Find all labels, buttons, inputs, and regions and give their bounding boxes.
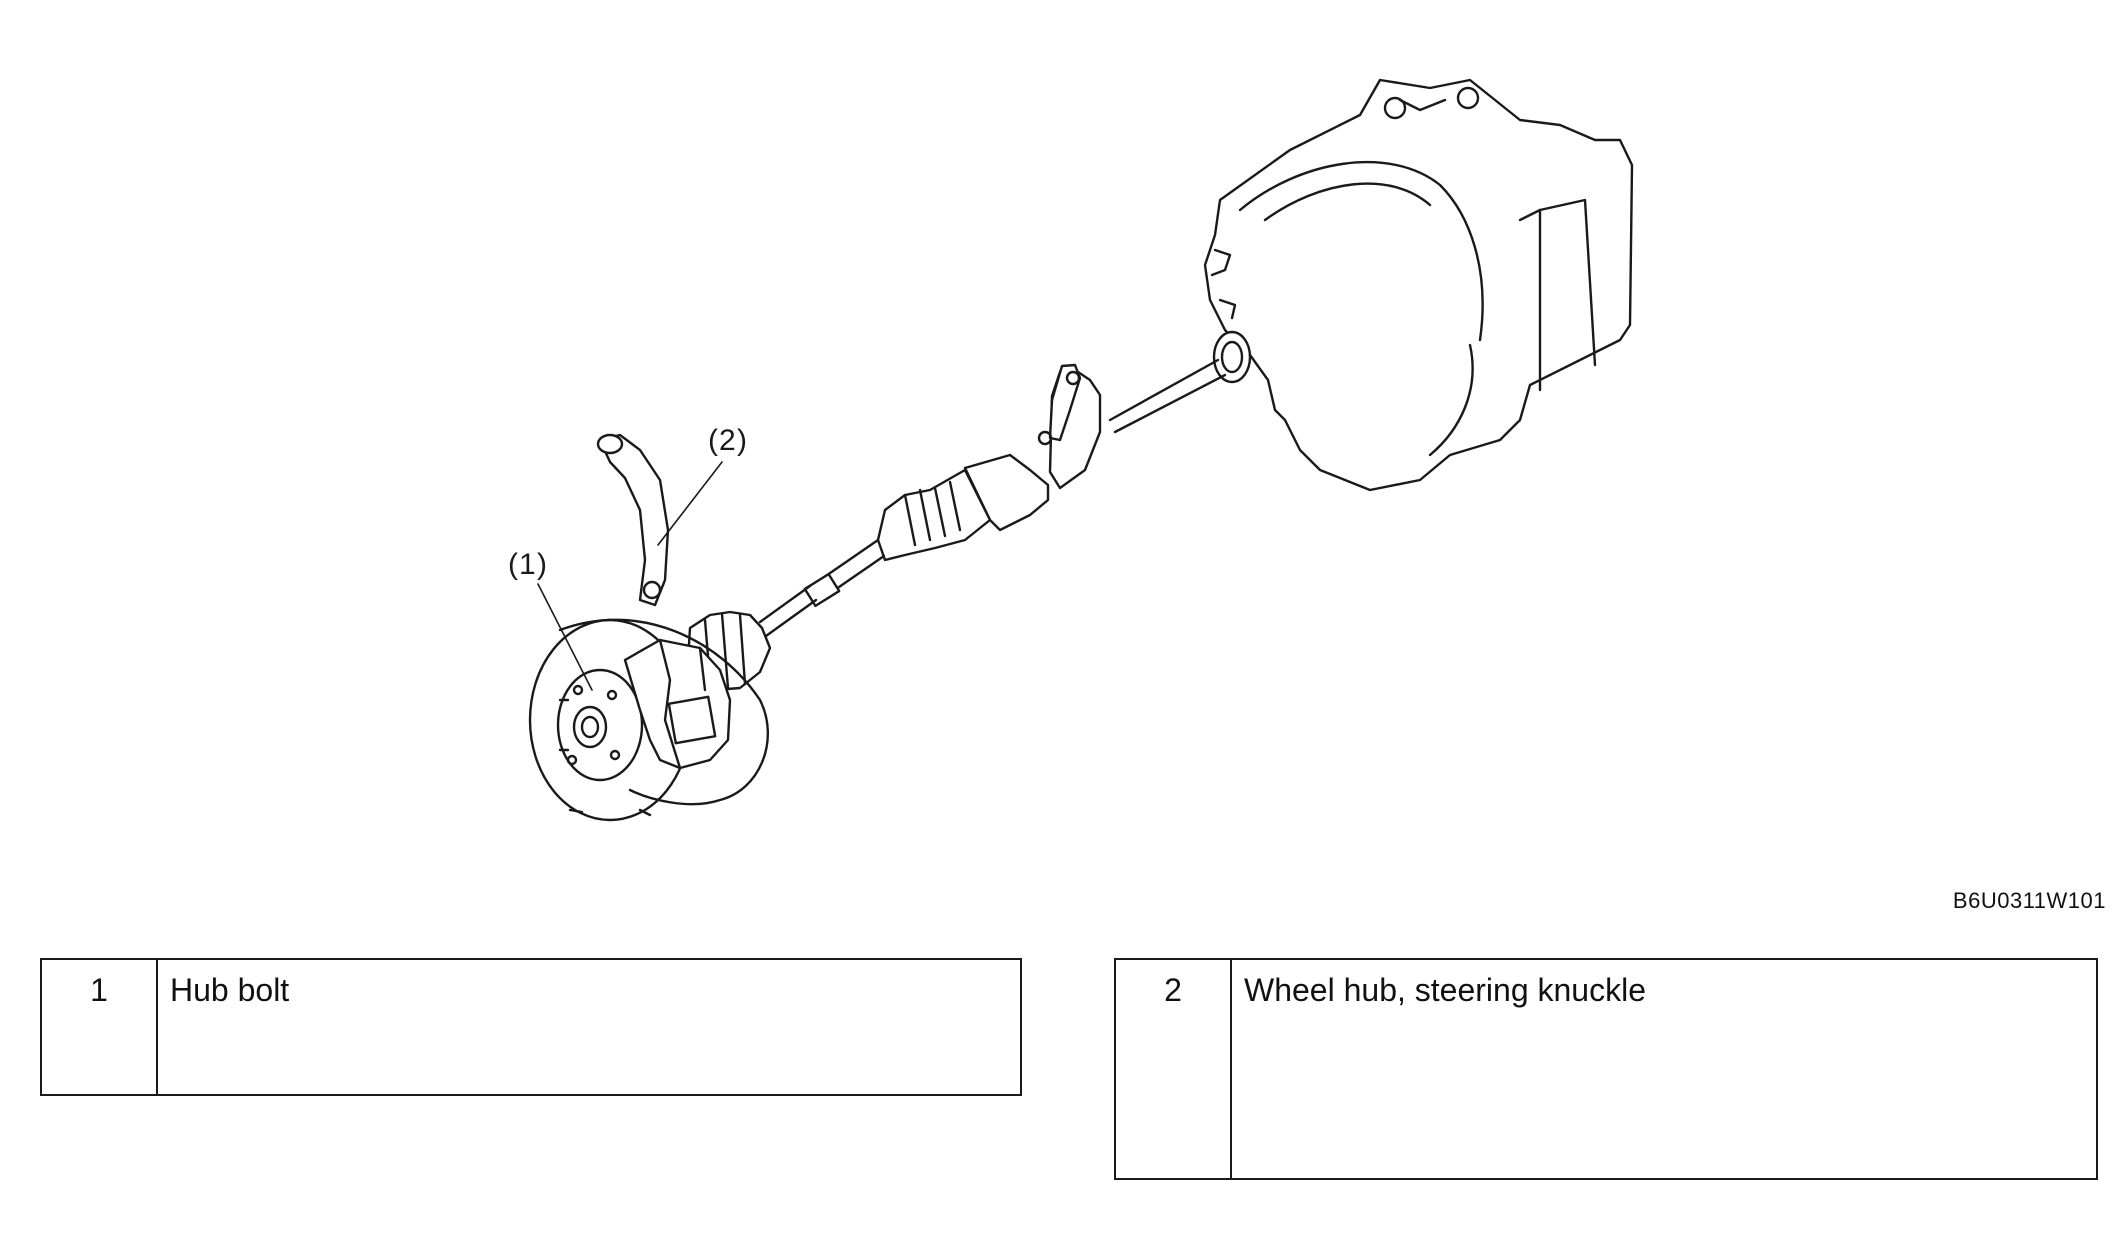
legend-description: Wheel hub, steering knuckle <box>1244 972 1646 1008</box>
svg-text:(: ( <box>708 424 718 457</box>
callout-1-number: 1 <box>519 548 536 581</box>
legend-row-2: 2 Wheel hub, steering knuckle <box>1114 958 2098 1180</box>
drive-shaft <box>686 358 1227 692</box>
callout-1: ( 1 ) <box>508 548 593 691</box>
svg-text:): ) <box>537 548 547 581</box>
legend-description: Hub bolt <box>170 972 290 1008</box>
svg-text:(: ( <box>508 548 518 581</box>
transaxle-housing <box>1203 78 1634 492</box>
callout-2-number: 2 <box>719 424 736 457</box>
callout-2: ( 2 ) <box>657 424 747 546</box>
steering-knuckle <box>596 433 670 607</box>
legend-number: 1 <box>42 960 158 1094</box>
legend-number: 2 <box>1116 960 1232 1178</box>
legend-row-1: 1 Hub bolt <box>40 958 1022 1096</box>
brake-rotor-hub <box>528 618 770 822</box>
figure-id: B6U0311W101 <box>1952 888 2106 913</box>
svg-text:): ) <box>737 424 747 457</box>
